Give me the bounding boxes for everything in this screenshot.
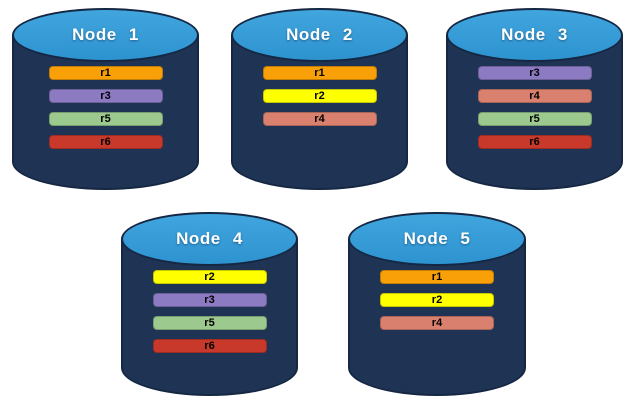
replica-bar: r4 (262, 112, 377, 126)
replica-bar: r1 (262, 66, 377, 80)
replica-bar: r5 (152, 316, 267, 330)
node-5-cylinder: Node 5 r1 r2 r4 (348, 212, 526, 396)
replica-list: r3 r4 r5 r6 (446, 66, 623, 149)
replica-bar: r6 (477, 135, 592, 149)
replica-bar: r3 (477, 66, 592, 80)
replica-bar: r1 (48, 66, 163, 80)
cylinder-top-ellipse (121, 212, 298, 266)
replica-bar: r2 (262, 89, 377, 103)
replica-bar: r2 (152, 270, 267, 284)
replica-list: r1 r2 r4 (348, 270, 526, 330)
replica-bar: r2 (380, 293, 494, 307)
node-4-cylinder: Node 4 r2 r3 r5 r6 (121, 212, 298, 396)
node-2-cylinder: Node 2 r1 r2 r4 (231, 8, 408, 190)
node-3-cylinder: Node 3 r3 r4 r5 r6 (446, 8, 623, 190)
cylinder-top-ellipse (348, 212, 526, 266)
replica-bar: r5 (48, 112, 163, 126)
replica-list: r1 r2 r4 (231, 66, 408, 126)
node-title: Node 2 (286, 25, 353, 44)
replica-list: r1 r3 r5 r6 (12, 66, 199, 149)
node-1-cylinder: Node 1 r1 r3 r5 r6 (12, 8, 199, 190)
replica-list: r2 r3 r5 r6 (121, 270, 298, 353)
replica-bar: r1 (380, 270, 494, 284)
replica-bar: r4 (477, 89, 592, 103)
cylinder-top-ellipse (446, 8, 623, 62)
replica-bar: r3 (152, 293, 267, 307)
cylinder-top-ellipse (231, 8, 408, 62)
replica-bar: r4 (380, 316, 494, 330)
node-title: Node 5 (403, 229, 471, 248)
replica-bar: r6 (152, 339, 267, 353)
node-title: Node 4 (176, 229, 243, 248)
replica-bar: r6 (48, 135, 163, 149)
cylinder-top-ellipse (12, 8, 199, 62)
node-title: Node 3 (501, 25, 568, 44)
replica-bar: r5 (477, 112, 592, 126)
node-title: Node 1 (72, 25, 139, 44)
replica-bar: r3 (48, 89, 163, 103)
